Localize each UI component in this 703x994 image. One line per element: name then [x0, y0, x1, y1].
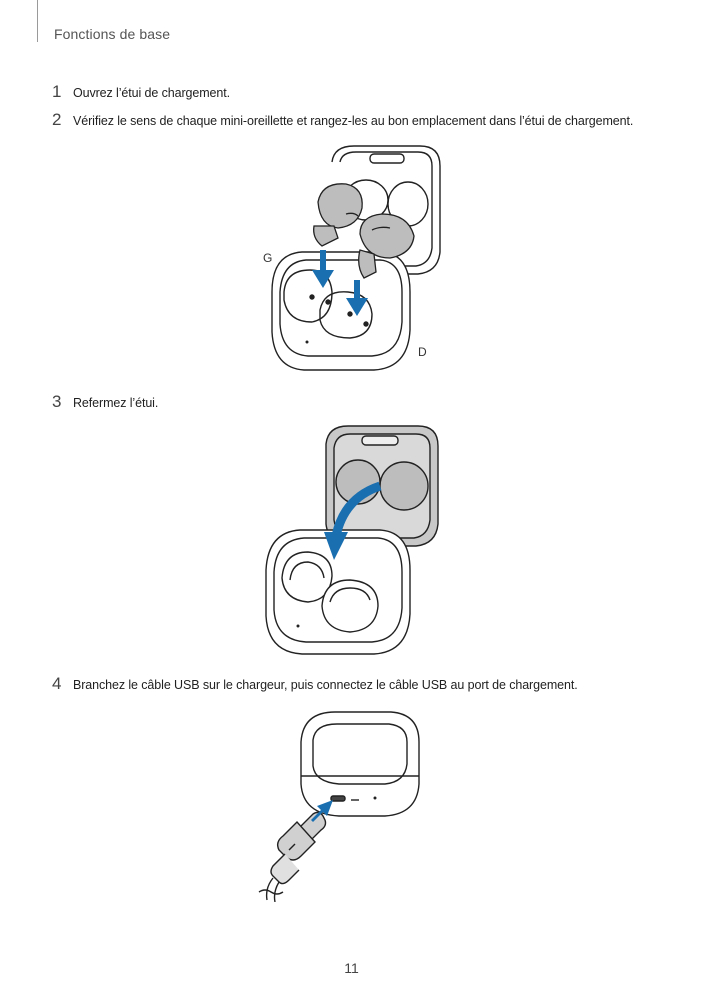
step-text: Ouvrez l’étui de chargement. [73, 86, 231, 100]
step-text: Refermez l’étui. [73, 396, 159, 410]
step-text: Branchez le câble USB sur le chargeur, p… [73, 678, 578, 692]
header-rule [37, 0, 38, 42]
close-arrow [331, 481, 382, 538]
close-arrow-head [324, 532, 348, 560]
step-text: Vérifiez le sens de chaque mini-oreillet… [73, 114, 634, 128]
close-case-illustration [265, 425, 439, 655]
step-number: 3 [52, 392, 62, 411]
right-earbud-label: D [418, 345, 427, 359]
insert-arrow-right [346, 280, 368, 316]
step-1: 1 Ouvrez l’étui de chargement. [52, 82, 230, 102]
step-number: 1 [52, 82, 62, 101]
step-number: 4 [52, 674, 62, 693]
section-title: Fonctions de base [54, 26, 171, 42]
earbuds-insert-illustration [271, 145, 441, 371]
left-earbud-label: G [263, 251, 273, 265]
step-4: 4 Branchez le câble USB sur le chargeur,… [52, 674, 578, 694]
step-2: 2 Vérifiez le sens de chaque mini-oreill… [52, 110, 633, 130]
step-3: 3 Refermez l’étui. [52, 392, 158, 412]
page-number: 11 [344, 960, 359, 976]
plug-in-arrow [311, 800, 333, 822]
step-number: 2 [52, 110, 62, 129]
usb-charging-illustration [258, 711, 420, 902]
insert-arrow-left [312, 250, 334, 288]
